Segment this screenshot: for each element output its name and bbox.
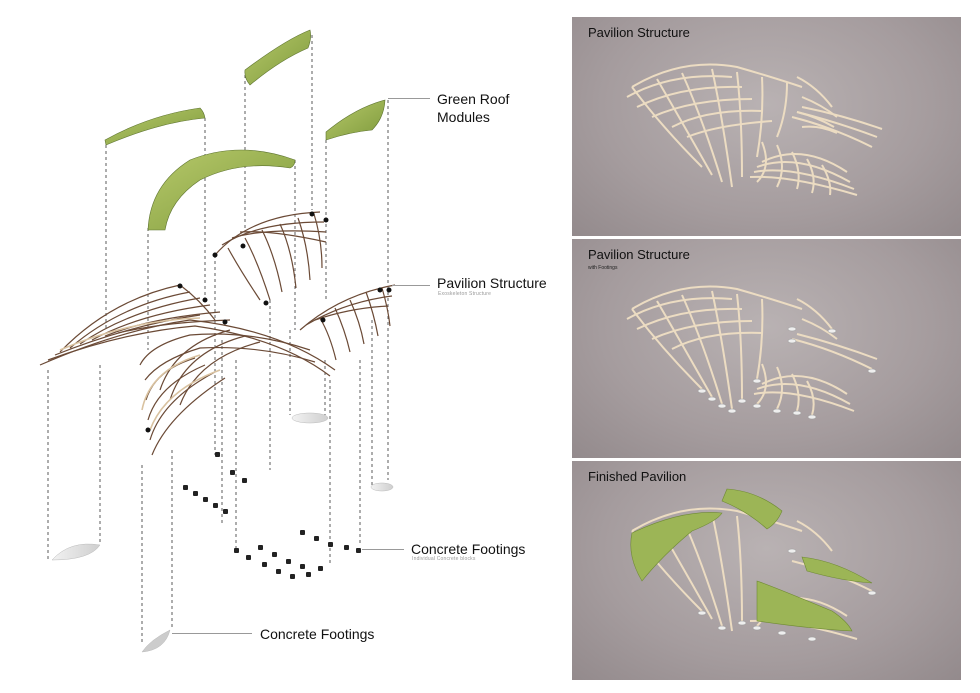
roof-module-4 (147, 149, 296, 231)
panel-subtitle-with-footings: with Footings (588, 265, 618, 271)
panel-title-pavilion-structure: Pavilion Structure (588, 25, 690, 40)
render-structure-footings (626, 285, 878, 420)
label-pavilion-structure: Pavilion Structure (437, 275, 547, 291)
panel-title-pavilion-structure-footings: Pavilion Structure (588, 247, 690, 262)
label-exoskeleton-structure: Exoskeleton Structure (438, 291, 492, 297)
render-structure (626, 63, 883, 196)
timber-structure-light (59, 317, 221, 431)
label-individual-concrete-blocks: Individual Concrete blocks (412, 556, 476, 562)
render-panel-pavilion-structure: Pavilion Structure (572, 17, 961, 236)
green-roof-modules (104, 29, 386, 231)
label-green-roof-modules: Green Roof Modules (437, 91, 510, 125)
leader-pavilion-structure (392, 285, 430, 286)
footing-pads (51, 412, 394, 653)
dashed-guide-lines (47, 35, 389, 645)
roof-module-3 (325, 99, 386, 141)
leader-green-roof (388, 98, 430, 99)
render-panel-finished-pavilion: Finished Pavilion (572, 461, 961, 680)
timber-structure (39, 211, 396, 456)
leader-concrete-footings-1 (362, 549, 404, 550)
panel-title-finished-pavilion: Finished Pavilion (588, 469, 687, 484)
roof-module-1 (104, 107, 206, 146)
roof-module-2 (244, 29, 311, 86)
render-finished-pavilion (630, 488, 877, 642)
exploded-axonometric-diagram (39, 29, 396, 653)
render-panel-pavilion-structure-footings: Pavilion Structure with Footings (572, 239, 961, 458)
concrete-footing-blocks (183, 452, 361, 579)
label-concrete-footings-1: Concrete Footings (411, 541, 526, 557)
leader-concrete-footings-2 (172, 633, 252, 634)
label-concrete-footings-2: Concrete Footings (260, 626, 375, 642)
connection-dots (145, 211, 392, 433)
